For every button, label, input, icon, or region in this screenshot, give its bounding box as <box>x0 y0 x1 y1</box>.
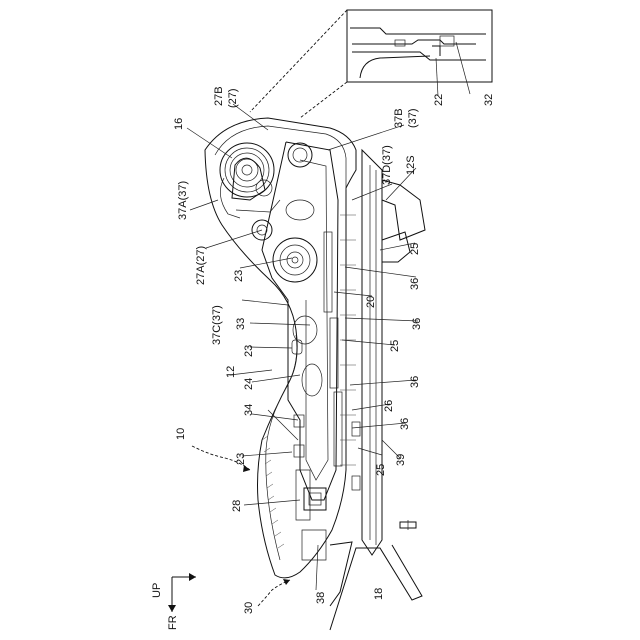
up-arrow-icon <box>189 573 196 581</box>
label-12s: 12S <box>405 155 417 175</box>
label-37b-paren: (37) <box>407 108 419 128</box>
label-24: 24 <box>243 378 255 390</box>
label-32: 32 <box>483 94 495 106</box>
direction-up-label: UP <box>151 583 163 598</box>
label-16: 16 <box>173 118 185 130</box>
label-27a: 27A(27) <box>195 246 207 285</box>
label-36-c: 36 <box>409 376 421 388</box>
recliner-mechanism <box>220 143 317 282</box>
label-36-a: 36 <box>409 278 421 290</box>
direction-fr-label: FR <box>167 615 179 630</box>
arrowhead <box>243 465 250 472</box>
label-10: 10 <box>175 428 187 440</box>
label-27b: 27B <box>213 86 225 106</box>
seat-frame <box>262 142 360 560</box>
label-33: 33 <box>235 318 247 330</box>
label-39: 39 <box>395 454 407 466</box>
arrowhead <box>283 579 290 585</box>
projection-line <box>300 82 347 118</box>
direction-indicator: UP FR <box>151 573 196 630</box>
label-23-mid: 23 <box>243 345 255 357</box>
fr-arrow-icon <box>168 605 176 612</box>
label-37a: 37A(37) <box>177 181 189 220</box>
label-36-b: 36 <box>411 318 423 330</box>
label-38: 38 <box>315 592 327 604</box>
label-34: 34 <box>243 404 255 416</box>
label-25-top: 25 <box>409 243 421 255</box>
projection-line <box>250 10 347 112</box>
label-12: 12 <box>225 366 237 378</box>
label-28: 28 <box>231 500 243 512</box>
label-30: 30 <box>243 602 255 614</box>
reference-labels: 27B (27) 16 37B (37) 37A(37) 37D(37) 12S… <box>173 86 495 614</box>
label-22: 22 <box>433 94 445 106</box>
label-37b: 37B <box>393 108 405 128</box>
label-23-top: 23 <box>233 270 245 282</box>
label-37d: 37D(37) <box>381 145 393 185</box>
label-37c: 37C(37) <box>211 305 223 345</box>
label-20: 20 <box>365 296 377 308</box>
label-25-low: 25 <box>375 464 387 476</box>
label-18: 18 <box>373 588 385 600</box>
leader-30 <box>258 580 290 606</box>
detail-inset <box>347 10 492 96</box>
label-25-mid: 25 <box>389 340 401 352</box>
label-27b-paren: (27) <box>227 88 239 108</box>
label-23-low: 23 <box>235 453 247 465</box>
label-36-d: 36 <box>399 418 411 430</box>
label-26: 26 <box>383 400 395 412</box>
